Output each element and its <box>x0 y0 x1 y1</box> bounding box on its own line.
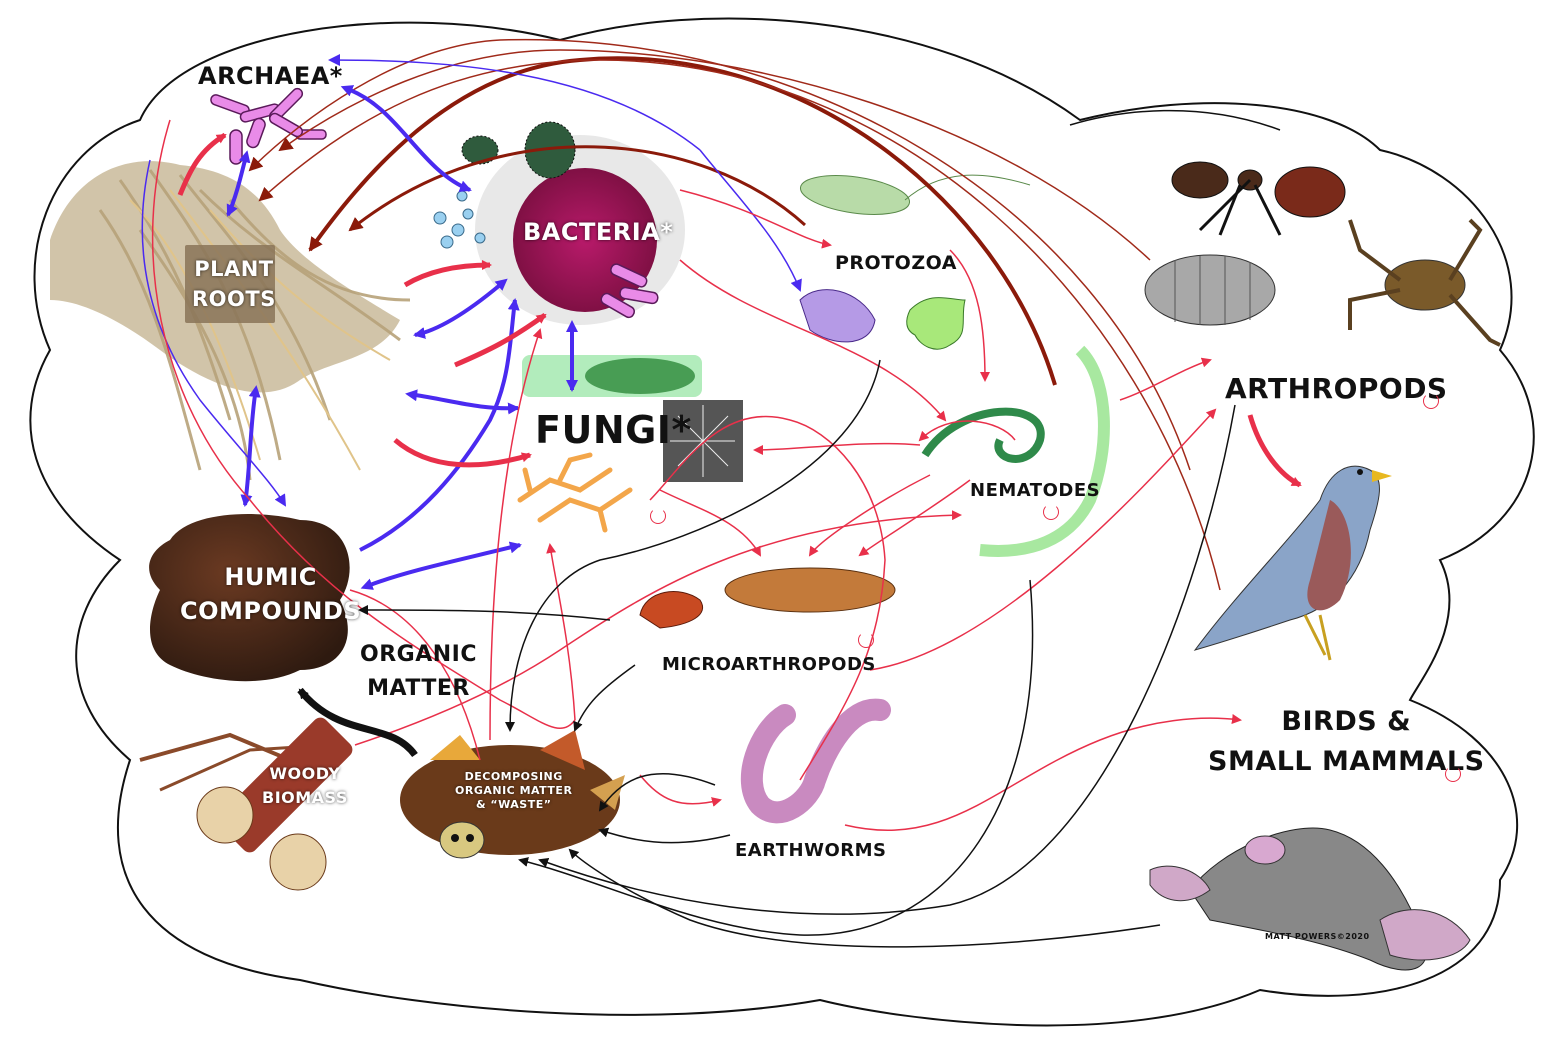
microarthropods-label: MICROARTHROPODS <box>662 654 876 675</box>
pillbug-icon <box>1145 255 1275 325</box>
bacteria-label: BACTERIA* <box>523 218 673 246</box>
birds-mammals-label: BIRDS &SMALL MAMMALS <box>1208 702 1485 782</box>
fungi-label: FUNGI* <box>535 408 692 452</box>
arthropods-label: ARTHROPODS <box>1225 372 1448 405</box>
credit-label: MATT POWERS©2020 <box>1265 932 1370 941</box>
cycle-icon-fungi <box>650 508 666 524</box>
protozoa-label: PROTOZOA <box>835 252 957 274</box>
cycle-icon-arthropods <box>1423 393 1439 409</box>
earthworms-label: EARTHWORMS <box>735 840 887 861</box>
archaea-label: ARCHAEA* <box>198 62 343 90</box>
cycle-icon-nematodes <box>1043 504 1059 520</box>
cycle-icon-birds <box>1445 766 1461 782</box>
cycle-icon-microarthropods <box>858 632 874 648</box>
nematodes-label: NEMATODES <box>970 480 1100 501</box>
